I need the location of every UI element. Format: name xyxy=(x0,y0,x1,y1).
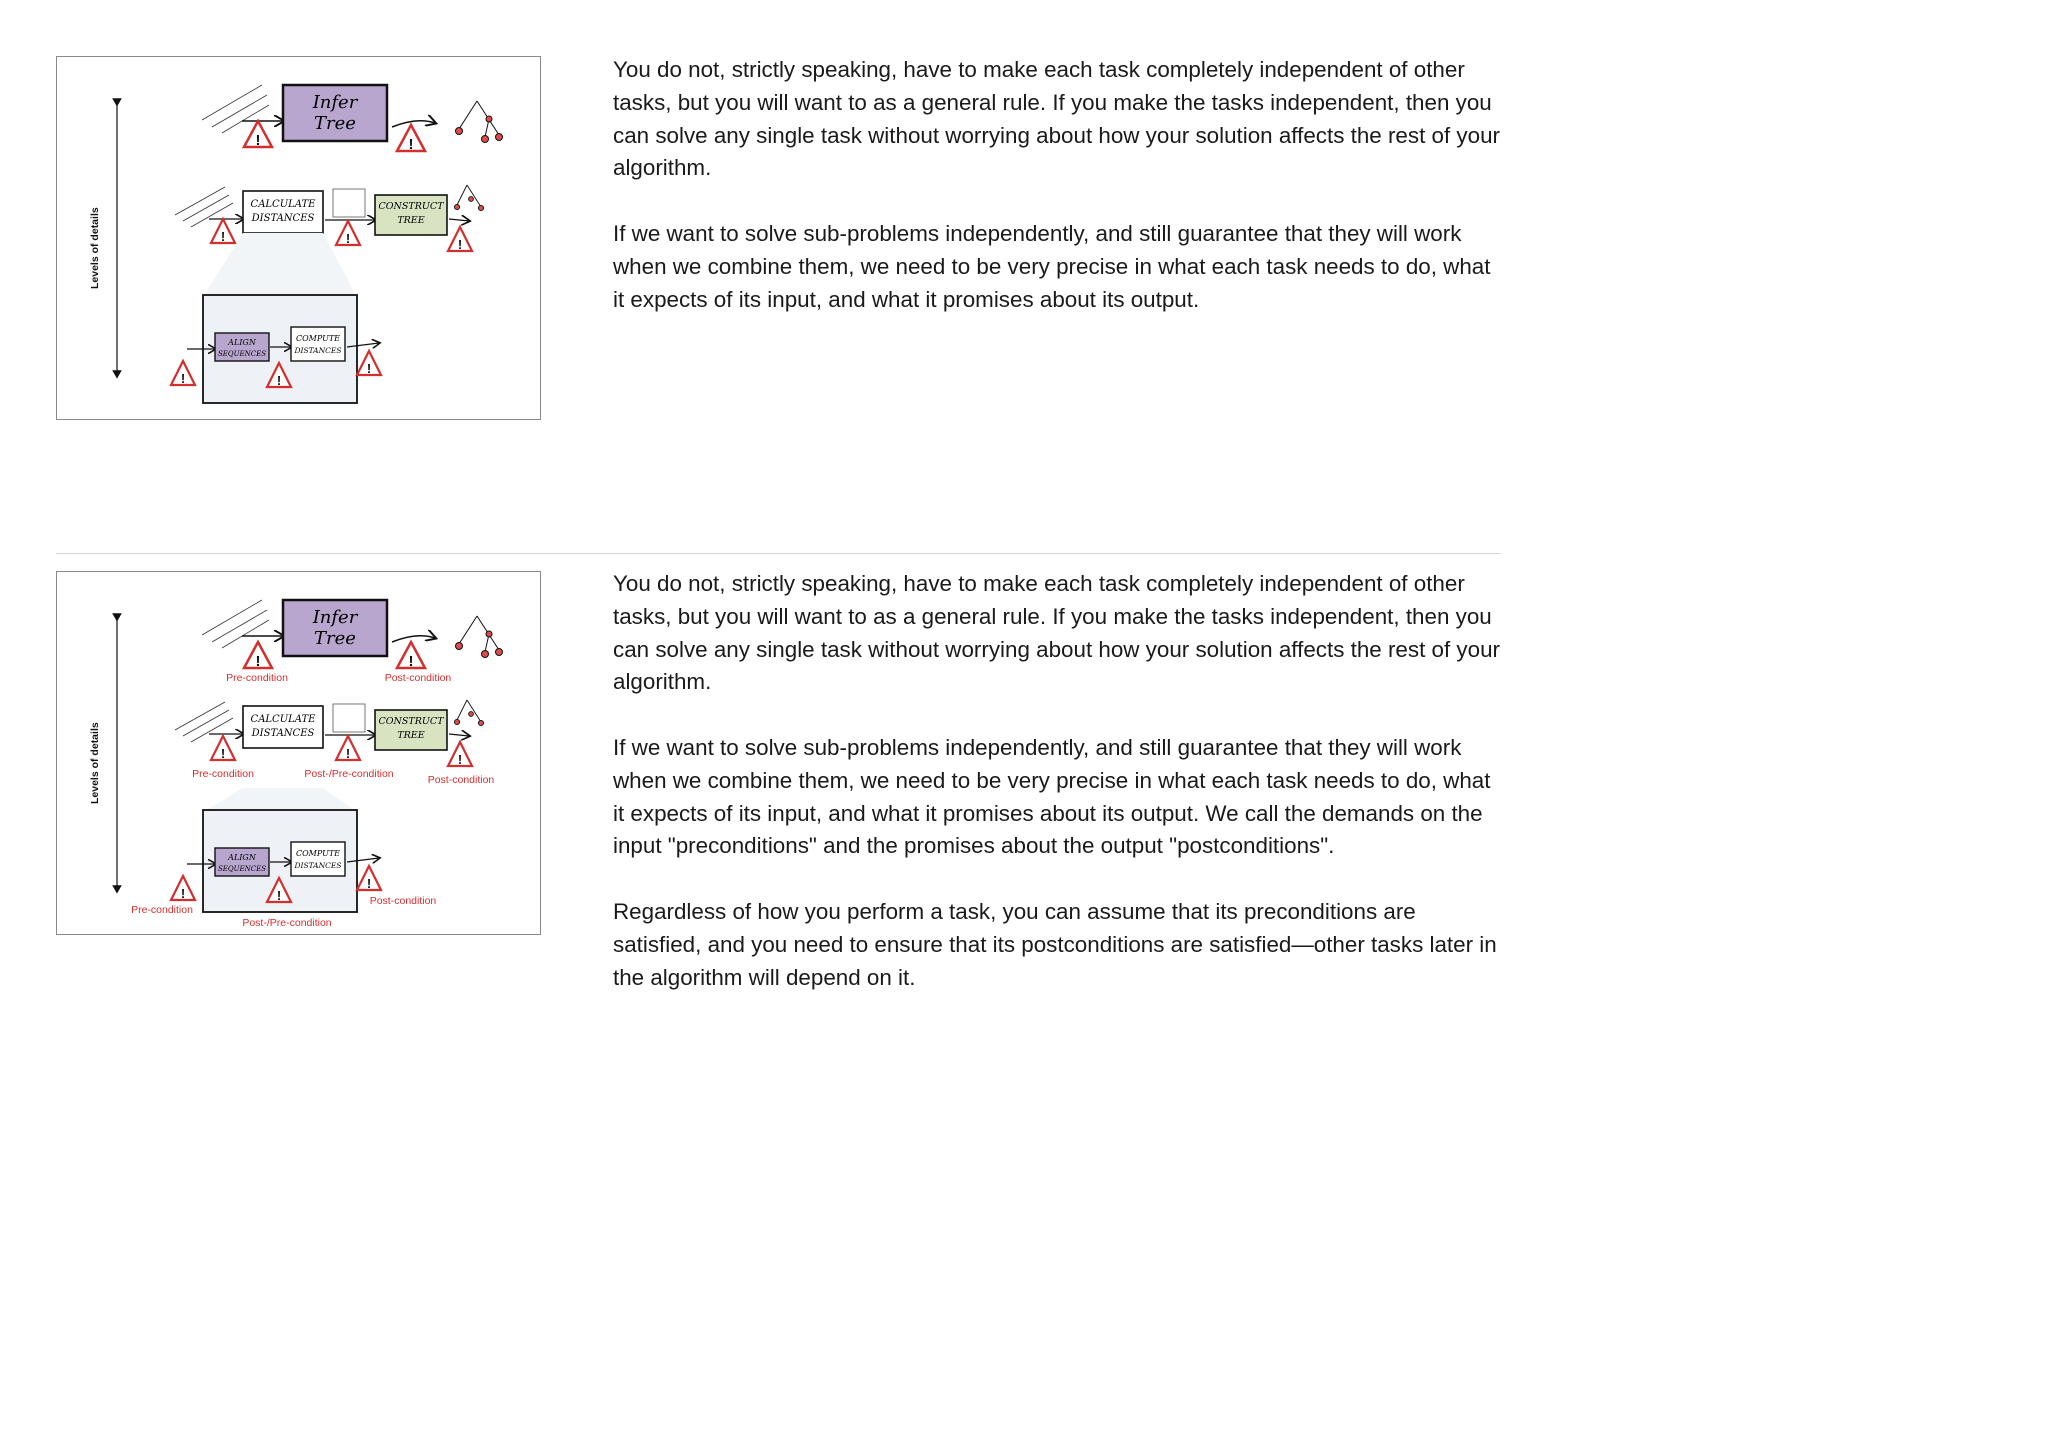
svg-text:!: ! xyxy=(346,231,350,246)
precondition-label: Pre-condition xyxy=(192,768,254,780)
tree-label-mid: TREE xyxy=(397,215,424,226)
warning-icon: ! xyxy=(244,642,272,670)
calculate-label: CALCULATE xyxy=(251,714,317,725)
levels-axis-label: Levels of details xyxy=(89,207,101,289)
precondition-label: Pre-condition xyxy=(226,672,288,684)
tree-label: Tree xyxy=(314,113,356,134)
warning-icon: ! xyxy=(448,742,472,767)
align-label: ALIGN xyxy=(227,853,257,862)
slide-figure-2: Levels of details Infer Tree ! ! Pre-con… xyxy=(56,571,541,935)
post-pre-condition-label: Post-/Pre-condition xyxy=(304,768,393,780)
paragraph: If we want to solve sub-problems indepen… xyxy=(613,218,1503,316)
svg-text:!: ! xyxy=(256,653,261,670)
sequences-label: SEQUENCES xyxy=(218,865,266,873)
tree-icon xyxy=(456,616,503,658)
text-column-2: You do not, strictly speaking, have to m… xyxy=(613,568,1503,1027)
postcondition-label: Post-condition xyxy=(370,895,437,907)
zoom-funnel xyxy=(203,788,357,812)
distances-label: DISTANCES xyxy=(251,728,315,739)
tree-icon xyxy=(454,700,483,726)
scribble-sequences-top xyxy=(202,600,269,648)
tree-label-mid: TREE xyxy=(397,730,424,741)
svg-text:!: ! xyxy=(409,653,414,670)
svg-text:!: ! xyxy=(409,136,414,153)
warning-icon: ! xyxy=(357,351,381,376)
distance-matrix-icon xyxy=(333,704,365,732)
calculate-distances-box xyxy=(243,706,323,748)
postcondition-label: Post-condition xyxy=(385,672,452,684)
slide-figure-1: Levels of details Infer Tree ! ! CALCULA… xyxy=(56,56,541,420)
tree-icon xyxy=(454,185,483,211)
svg-text:!: ! xyxy=(367,876,371,891)
post-pre-condition-label: Post-/Pre-condition xyxy=(242,917,331,929)
section-divider xyxy=(56,553,1501,554)
warning-icon: ! xyxy=(211,736,235,761)
compute-distances-box xyxy=(291,327,345,361)
svg-text:!: ! xyxy=(367,361,371,376)
infer-label: Infer xyxy=(312,92,359,113)
svg-text:!: ! xyxy=(221,229,225,244)
compute-label: COMPUTE xyxy=(296,849,340,858)
svg-text:!: ! xyxy=(277,373,281,388)
paragraph: If we want to solve sub-problems indepen… xyxy=(613,732,1503,863)
warning-icon: ! xyxy=(448,227,472,252)
align-label: ALIGN xyxy=(227,338,257,347)
svg-text:!: ! xyxy=(458,752,462,767)
svg-text:!: ! xyxy=(458,237,462,252)
paragraph: Regardless of how you perform a task, yo… xyxy=(613,896,1503,994)
compute-distances-box xyxy=(291,842,345,876)
compute-label: COMPUTE xyxy=(296,334,340,343)
distances-label: DISTANCES xyxy=(251,213,315,224)
warning-icon: ! xyxy=(357,866,381,891)
distances-label-low: DISTANCES xyxy=(293,346,341,355)
calculate-label: CALCULATE xyxy=(251,199,317,210)
levels-axis-label: Levels of details xyxy=(89,722,101,804)
warning-icon: ! xyxy=(211,219,235,244)
paragraph: You do not, strictly speaking, have to m… xyxy=(613,54,1503,185)
precondition-label: Pre-condition xyxy=(131,904,193,916)
svg-text:!: ! xyxy=(256,132,261,149)
distance-matrix-icon xyxy=(333,189,365,217)
svg-text:!: ! xyxy=(181,886,185,901)
warning-icon: ! xyxy=(397,125,425,153)
construct-label: CONSTRUCT xyxy=(379,201,445,212)
paragraph: You do not, strictly speaking, have to m… xyxy=(613,568,1503,699)
svg-text:!: ! xyxy=(221,746,225,761)
construct-label: CONSTRUCT xyxy=(379,716,445,727)
warning-icon: ! xyxy=(244,121,272,149)
svg-text:!: ! xyxy=(181,371,185,386)
warning-icon: ! xyxy=(397,642,425,670)
warning-icon: ! xyxy=(336,736,360,761)
warning-icon: ! xyxy=(171,876,195,901)
sequences-label: SEQUENCES xyxy=(218,350,266,358)
distances-label-low: DISTANCES xyxy=(293,861,341,870)
tree-label: Tree xyxy=(314,628,356,649)
warning-icon: ! xyxy=(171,361,195,386)
tree-icon xyxy=(456,101,503,143)
postcondition-label: Post-condition xyxy=(428,774,495,786)
warning-icon: ! xyxy=(336,221,360,246)
svg-text:!: ! xyxy=(277,888,281,903)
task-decomposition-diagram: Levels of details Infer Tree ! ! CALCULA… xyxy=(57,57,541,420)
infer-label: Infer xyxy=(312,607,359,628)
text-column-1: You do not, strictly speaking, have to m… xyxy=(613,54,1503,349)
task-decomposition-diagram-annotated: Levels of details Infer Tree ! ! Pre-con… xyxy=(57,572,541,935)
scribble-sequences-mid xyxy=(175,702,233,742)
calculate-distances-box xyxy=(243,191,323,233)
svg-text:!: ! xyxy=(346,746,350,761)
